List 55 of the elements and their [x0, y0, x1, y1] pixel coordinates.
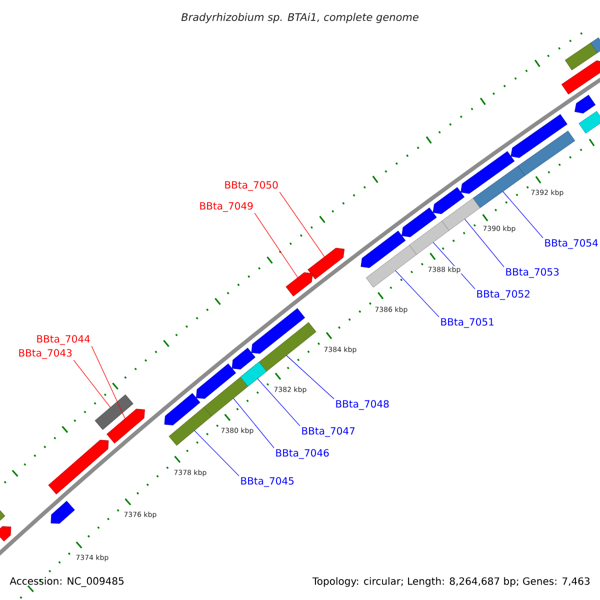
- accession-label: Accession: NC_009485: [10, 577, 124, 587]
- gene-bar: [472, 166, 526, 208]
- gene-block: [402, 208, 437, 238]
- gene-block: [432, 187, 465, 214]
- gene-block: [286, 272, 313, 296]
- leader-line: [502, 191, 544, 238]
- gene-block: [106, 408, 145, 444]
- leader-line: [395, 270, 440, 318]
- gene-label: BBta_7051: [441, 318, 494, 328]
- gene-label: BBta_7052: [477, 290, 530, 300]
- gene-block: [232, 348, 256, 370]
- gene-label: BBta_7047: [302, 427, 355, 437]
- gene-block: [196, 364, 236, 399]
- gene-label: BBta_7054: [545, 239, 598, 249]
- leader-line: [286, 355, 334, 400]
- leader-line: [91, 346, 126, 419]
- gene-label: BBta_7050: [225, 181, 278, 191]
- gene-block: [251, 308, 306, 354]
- gene-label: BBta_7044: [37, 335, 90, 345]
- gene-bar: [442, 198, 480, 231]
- gene-block: [460, 151, 515, 194]
- gene-label: BBta_7053: [506, 268, 559, 278]
- gene-bar: [94, 394, 134, 430]
- gene-block: [561, 60, 600, 94]
- leader-line: [194, 430, 240, 476]
- gene-bar: [409, 220, 450, 255]
- leader-line: [257, 378, 300, 426]
- gene-label: BBta_7049: [200, 202, 253, 212]
- gene-block: [164, 393, 200, 426]
- leader-line: [464, 218, 504, 268]
- gene-block: [50, 500, 75, 524]
- gene-bar: [168, 406, 212, 446]
- gene-label: BBta_7043: [19, 349, 72, 359]
- gene-bar: [240, 362, 267, 386]
- title: Bradyrhizobium sp. BTAi1, complete genome: [181, 12, 418, 24]
- gene-bar: [578, 111, 600, 134]
- gene-label: BBta_7046: [276, 449, 329, 459]
- gene-label: BBta_7048: [336, 400, 389, 410]
- leader-line: [432, 242, 476, 290]
- leader-line: [279, 192, 325, 258]
- gene-block: [574, 94, 596, 114]
- gene-bar: [590, 37, 600, 54]
- gene-block: [0, 526, 12, 542]
- leader-line: [254, 212, 298, 278]
- leader-line: [233, 398, 274, 448]
- gene-bar: [518, 130, 576, 176]
- gene-block: [308, 248, 345, 280]
- genome-stats: Topology: circular; Length: 8,264,687 bp; Genes: 7,463: [312, 577, 590, 587]
- gene-block: [48, 440, 109, 494]
- gene-label: BBta_7045: [241, 477, 294, 487]
- leader-line: [73, 360, 111, 408]
- gene-block: [360, 230, 406, 268]
- gene-bar: [564, 42, 598, 70]
- gene-block: [510, 114, 568, 158]
- gene-bar: [366, 244, 417, 288]
